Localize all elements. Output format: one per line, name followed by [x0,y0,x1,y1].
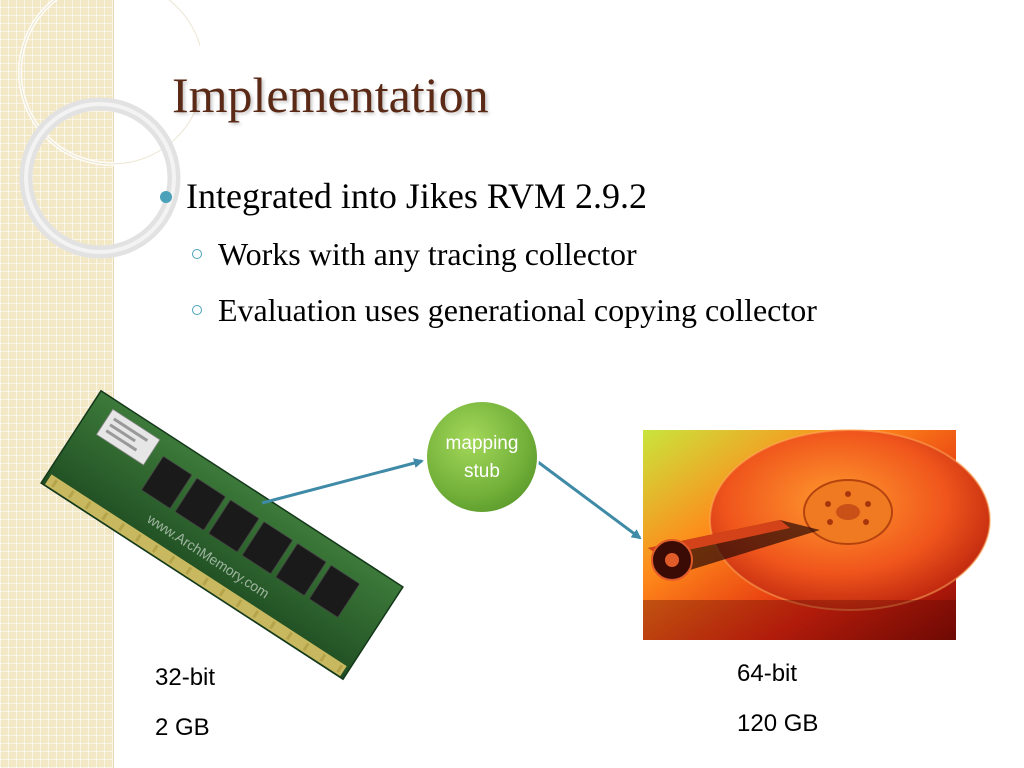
bullet-level-1: Integrated into Jikes RVM 2.9.2 [160,175,647,217]
ram-bits-caption: 32-bit [155,664,216,691]
ram-size-caption: 2 GB [155,714,210,741]
bullet-level-2: Works with any tracing collector [192,236,637,273]
left-decorative-strip [0,0,114,768]
mapping-stub-label: mapping stub [426,430,538,486]
bullet-ring-icon [192,304,202,315]
arrow-stub-to-hdd [537,460,642,540]
bullet-text: Evaluation uses generational copying col… [218,292,817,328]
bullet-level-2: Evaluation uses generational copying col… [192,292,817,329]
hdd-size-caption: 120 GB [737,710,819,737]
mapping-stub-circle [425,400,539,514]
bullet-ring-icon [192,248,202,259]
arrow-ram-to-stub [261,458,424,505]
decorative-rings [18,0,200,259]
slide-title: Implementation [172,67,489,123]
stub-label-line: mapping [445,433,519,454]
stub-label-line: stub [464,461,500,482]
ram-module-icon: www.ArchMemory.com [40,389,404,681]
bullet-text: Works with any tracing collector [218,236,637,272]
hard-drive-icon [643,429,991,640]
bullet-dot-icon [160,190,172,203]
bullet-text: Integrated into Jikes RVM 2.9.2 [186,176,648,216]
hdd-bits-caption: 64-bit [737,660,798,687]
